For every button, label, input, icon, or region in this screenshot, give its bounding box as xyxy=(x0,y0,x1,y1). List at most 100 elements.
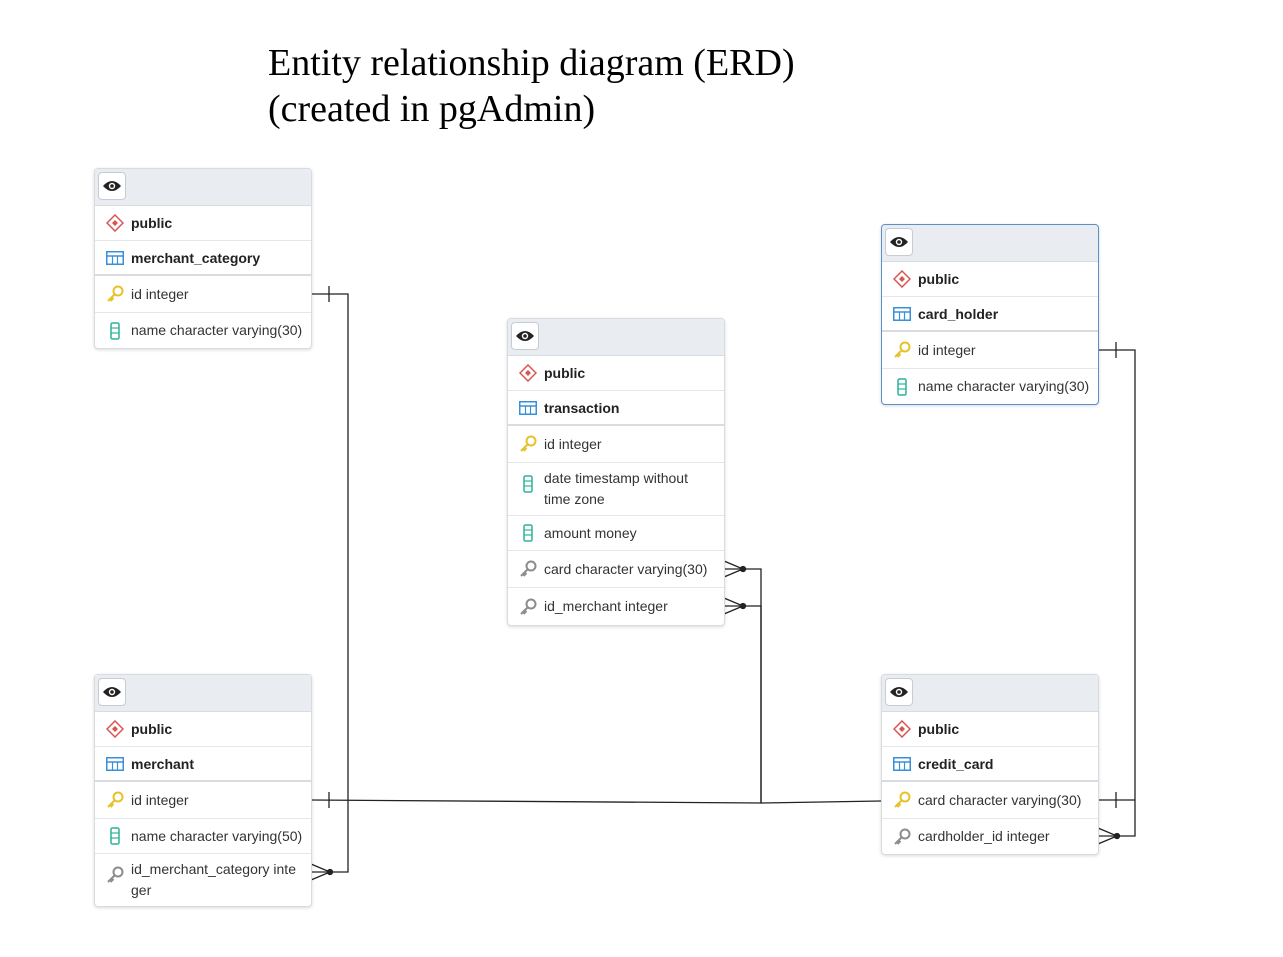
foreign-key-icon xyxy=(892,827,912,847)
link-credit-card-transaction[interactable] xyxy=(723,560,1117,808)
column-name: cardholder_id integer xyxy=(918,828,1050,844)
eye-icon xyxy=(103,181,121,191)
column-row[interactable]: id integer xyxy=(95,276,311,313)
table-grid-icon xyxy=(105,248,125,268)
toggle-details-button[interactable] xyxy=(98,172,126,200)
link-card-holder-credit-card[interactable] xyxy=(1097,342,1136,845)
diagram-title: Entity relationship diagram (ERD) (creat… xyxy=(268,40,968,132)
eye-icon xyxy=(890,687,908,697)
table-name-row: credit_card xyxy=(882,747,1098,782)
column-name: id integer xyxy=(544,435,602,452)
column-name: card character varying(30) xyxy=(544,560,708,577)
column-name: id_merchant_category integer xyxy=(131,861,296,898)
schema-diamond-icon xyxy=(892,269,912,289)
column-row[interactable]: id_merchant_category integer xyxy=(95,854,311,906)
column-name: id integer xyxy=(918,341,976,358)
column-name: name character varying(30) xyxy=(918,378,1090,394)
table-name-row: merchant_category xyxy=(95,241,311,276)
schema-row: public xyxy=(882,712,1098,747)
primary-key-icon xyxy=(518,434,538,454)
primary-key-icon xyxy=(105,790,125,810)
foreign-key-icon xyxy=(518,597,538,617)
table-transaction[interactable]: public transaction id integer date times… xyxy=(507,318,725,626)
column-row[interactable]: name character varying(50) xyxy=(95,819,311,854)
schema-diamond-icon xyxy=(518,363,538,383)
table-name-row: card_holder xyxy=(882,297,1098,332)
link-merchant-transaction[interactable] xyxy=(310,597,762,808)
schema-diamond-icon xyxy=(105,213,125,233)
table-name: card_holder xyxy=(918,305,999,322)
table-header xyxy=(882,225,1098,262)
table-header xyxy=(882,675,1098,712)
table-card-holder[interactable]: public card_holder id integer name chara… xyxy=(881,224,1099,405)
table-name: merchant_category xyxy=(131,249,261,266)
table-name-row: merchant xyxy=(95,747,311,782)
toggle-details-button[interactable] xyxy=(511,322,539,350)
table-header xyxy=(95,675,311,712)
table-merchant[interactable]: public merchant id integer name characte… xyxy=(94,674,312,907)
column-row[interactable]: date timestamp without time zone xyxy=(508,463,724,516)
schema-row: public xyxy=(882,262,1098,297)
schema-row: public xyxy=(95,712,311,747)
column-name: name character varying(50) xyxy=(131,827,303,844)
table-grid-icon xyxy=(518,398,538,418)
toggle-details-button[interactable] xyxy=(885,228,913,256)
table-name-row: transaction xyxy=(508,391,724,426)
column-row[interactable]: amount money xyxy=(508,516,724,551)
schema-row: public xyxy=(95,206,311,241)
column-name: id integer xyxy=(131,791,189,808)
schema-name: public xyxy=(918,721,960,737)
column-row[interactable]: id integer xyxy=(882,332,1098,369)
toggle-details-button[interactable] xyxy=(98,678,126,706)
primary-key-icon xyxy=(892,340,912,360)
foreign-key-icon xyxy=(105,865,125,885)
table-credit-card[interactable]: public credit_card card character varyin… xyxy=(881,674,1099,855)
schema-diamond-icon xyxy=(892,719,912,739)
schema-row: public xyxy=(508,356,724,391)
table-header xyxy=(95,169,311,206)
column-icon xyxy=(892,377,912,397)
column-name: date timestamp without time zone xyxy=(544,470,688,507)
column-name: name character varying(30) xyxy=(131,322,303,338)
table-merchant-category[interactable]: public merchant_category id integer name… xyxy=(94,168,312,349)
column-name: amount money xyxy=(544,524,637,541)
column-row[interactable]: name character varying(30) xyxy=(882,369,1098,404)
schema-name: public xyxy=(544,365,586,381)
title-line-1: Entity relationship diagram (ERD) xyxy=(268,42,795,84)
schema-name: public xyxy=(918,271,960,287)
column-icon xyxy=(105,321,125,341)
primary-key-icon xyxy=(105,284,125,304)
column-name: id_merchant integer xyxy=(544,598,668,614)
column-icon xyxy=(518,523,538,543)
schema-name: public xyxy=(131,215,173,231)
schema-diamond-icon xyxy=(105,719,125,739)
table-name: credit_card xyxy=(918,755,994,772)
column-row[interactable]: id integer xyxy=(508,426,724,463)
table-grid-icon xyxy=(892,304,912,324)
toggle-details-button[interactable] xyxy=(885,678,913,706)
title-line-2: (created in pgAdmin) xyxy=(268,88,596,130)
column-icon xyxy=(105,826,125,846)
eye-icon xyxy=(516,331,534,341)
primary-key-icon xyxy=(892,790,912,810)
eye-icon xyxy=(890,237,908,247)
column-row[interactable]: id_merchant integer xyxy=(508,588,724,625)
column-row[interactable]: id integer xyxy=(95,782,311,819)
table-header xyxy=(508,319,724,356)
table-name: merchant xyxy=(131,755,195,772)
column-row[interactable]: card character varying(30) xyxy=(882,782,1098,819)
eye-icon xyxy=(103,687,121,697)
column-row[interactable]: cardholder_id integer xyxy=(882,819,1098,854)
foreign-key-icon xyxy=(518,559,538,579)
table-grid-icon xyxy=(892,754,912,774)
column-name: card character varying(30) xyxy=(918,791,1082,808)
table-grid-icon xyxy=(105,754,125,774)
column-row[interactable]: card character varying(30) xyxy=(508,551,724,588)
schema-name: public xyxy=(131,721,173,737)
link-merchant-category-merchant[interactable] xyxy=(310,286,349,881)
column-icon xyxy=(518,474,538,494)
table-name: transaction xyxy=(544,399,620,416)
column-row[interactable]: name character varying(30) xyxy=(95,313,311,348)
column-name: id integer xyxy=(131,285,189,302)
